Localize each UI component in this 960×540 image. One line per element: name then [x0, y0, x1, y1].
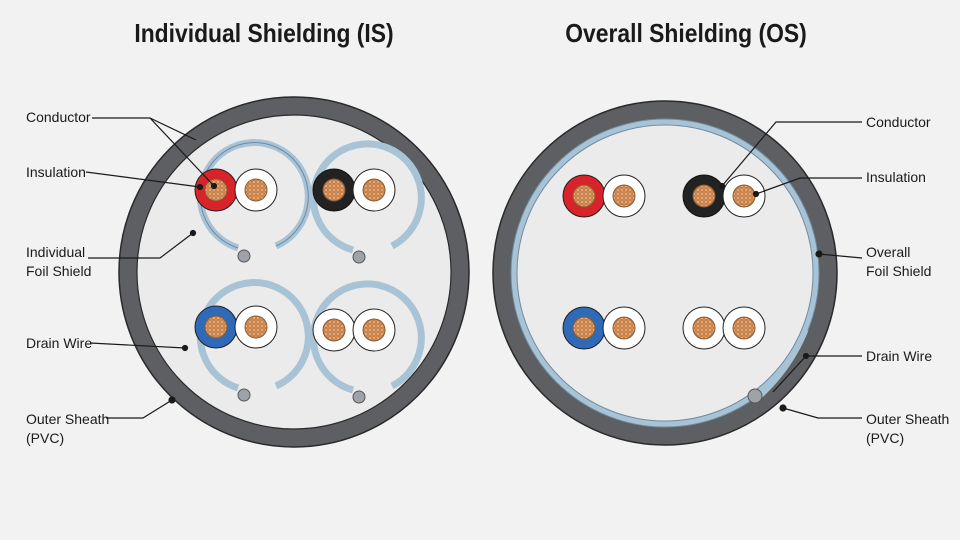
label-os-drain-wire: Drain Wire [866, 348, 933, 364]
is-foil-shield-tr [309, 140, 425, 254]
os-conductor-black [692, 184, 716, 208]
title-individual-shielding: Individual Shielding (IS) [134, 18, 394, 48]
os-outer-sheath [493, 101, 837, 445]
os-drain-wire-path [754, 329, 809, 402]
is-conductor-red [204, 178, 228, 202]
label-os-outer-sheath: Outer Sheath(PVC) [866, 411, 950, 446]
is-leader-lines [85, 117, 218, 419]
is-pair-black-white [309, 140, 425, 264]
label-is-drain-wire: Drain Wire [26, 335, 93, 351]
os-overall-foil-shield [511, 119, 819, 427]
title-overall-shielding: Overall Shielding (OS) [565, 18, 807, 48]
os-conductor-red [572, 184, 596, 208]
is-pair-blue-white [194, 279, 312, 402]
os-conductor-white-1 [612, 184, 636, 208]
os-conductor-white-4 [692, 316, 716, 340]
label-os-conductor: Conductor [866, 114, 931, 130]
is-drain-wire-br [352, 390, 366, 404]
os-conductor-white-2 [732, 184, 756, 208]
os-drain-wire [747, 388, 763, 404]
os-conductor-blue [572, 316, 596, 340]
label-is-outer-sheath: Outer Sheath(PVC) [26, 411, 110, 446]
os-cable [492, 100, 863, 446]
os-conductor-white-5 [732, 316, 756, 340]
is-conductor-white-1 [244, 178, 268, 202]
is-conductor-white-5 [362, 318, 386, 342]
label-is-insulation: Insulation [26, 164, 86, 180]
os-conductor-white-3 [612, 316, 636, 340]
is-conductor-white-4 [322, 318, 346, 342]
os-leader-lines [718, 121, 863, 419]
is-conductor-white-2 [362, 178, 386, 202]
label-is-conductor: Conductor [26, 109, 91, 125]
is-drain-wire-tl [237, 249, 251, 263]
is-drain-wire-bl [237, 388, 251, 402]
is-conductor-white-3 [244, 315, 268, 339]
is-foil-shield-bl [196, 279, 312, 392]
is-conductor-black [322, 178, 346, 202]
is-drain-wire-tr [352, 250, 366, 264]
is-cable [85, 96, 470, 448]
is-foil-shield-br [309, 280, 425, 394]
label-os-insulation: Insulation [866, 169, 926, 185]
is-conductor-blue [204, 315, 228, 339]
is-pair-red-white [194, 139, 312, 263]
is-pair-white-white [309, 280, 425, 404]
